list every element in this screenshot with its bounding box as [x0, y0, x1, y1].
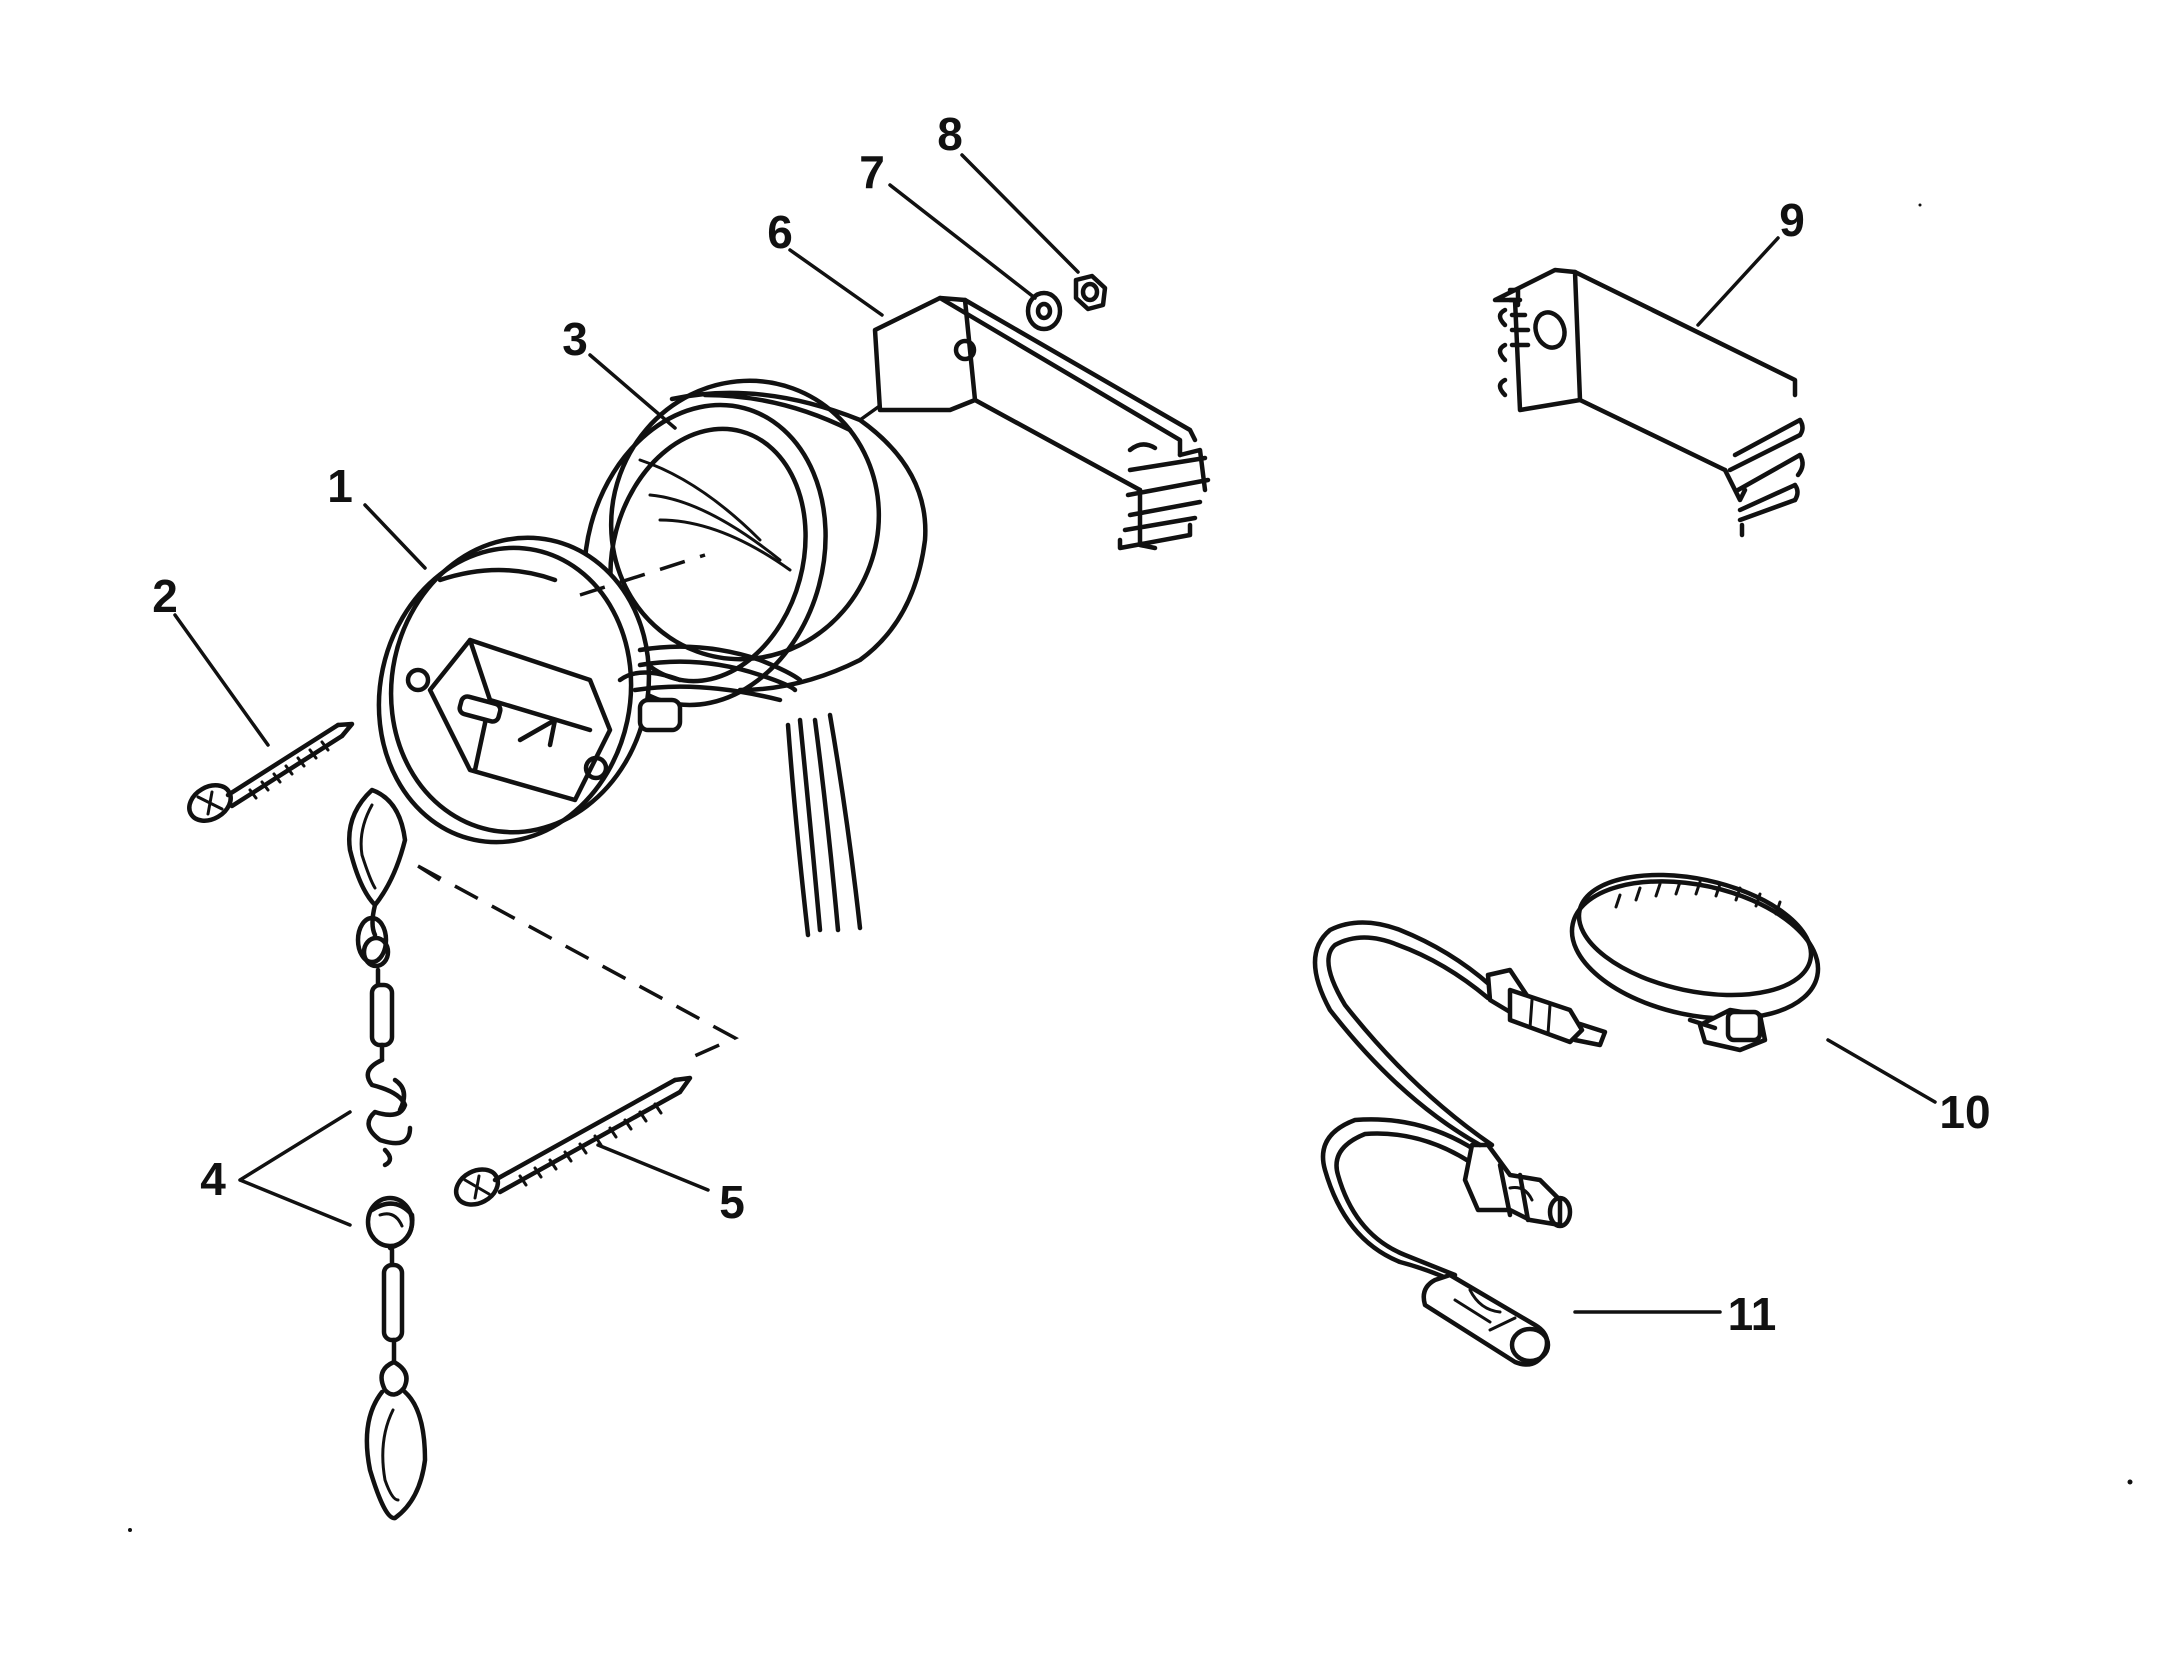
callout-labels: 1 2 3 4 5 6 7 8 9 10 11 [152, 108, 1990, 1340]
scan-speck [1918, 203, 1922, 207]
scan-speck [2127, 1479, 2133, 1485]
leader-lines [173, 153, 1937, 1314]
alignment-line-face-housing [579, 553, 706, 597]
leader-8 [960, 153, 1080, 274]
callout-6: 6 [767, 206, 793, 258]
callout-3: 3 [562, 313, 588, 365]
alignment-line-housing-bracket [858, 393, 897, 422]
leader-6 [788, 248, 884, 317]
leader-9 [1696, 236, 1780, 327]
callout-7: 7 [859, 146, 885, 198]
part-10-hose-clamp [1569, 872, 1821, 1053]
leader-4 [238, 1110, 352, 1227]
part-1-gauge-body [376, 535, 803, 845]
part-6-mounting-bracket [872, 295, 1211, 551]
leader-2 [173, 613, 270, 747]
callout-10: 10 [1939, 1086, 1990, 1138]
callout-5: 5 [719, 1176, 745, 1228]
scan-speck [128, 1528, 132, 1532]
part-11-wire-harness [1312, 920, 1608, 1367]
callout-9: 9 [1779, 194, 1805, 246]
leader-7 [888, 183, 1037, 300]
alignment-line-screw-5 [417, 864, 739, 1060]
leader-3 [588, 353, 677, 430]
callout-2: 2 [152, 570, 178, 622]
callout-11: 11 [1728, 1288, 1777, 1340]
part-8-nut [1073, 273, 1108, 312]
callout-1: 1 [327, 460, 353, 512]
part-7-washer [1025, 290, 1063, 332]
leader-10 [1826, 1038, 1937, 1104]
callout-8: 8 [937, 108, 963, 160]
part-4-lanyard-clip [347, 787, 428, 1521]
part-5-screw-long [453, 1075, 693, 1207]
leader-5 [596, 1143, 710, 1192]
part-9-clip-bracket [1492, 267, 1805, 538]
part-2-screw [187, 721, 355, 823]
callout-4: 4 [200, 1153, 226, 1205]
leader-1 [363, 503, 427, 570]
part-3-housing-cup [582, 378, 928, 938]
